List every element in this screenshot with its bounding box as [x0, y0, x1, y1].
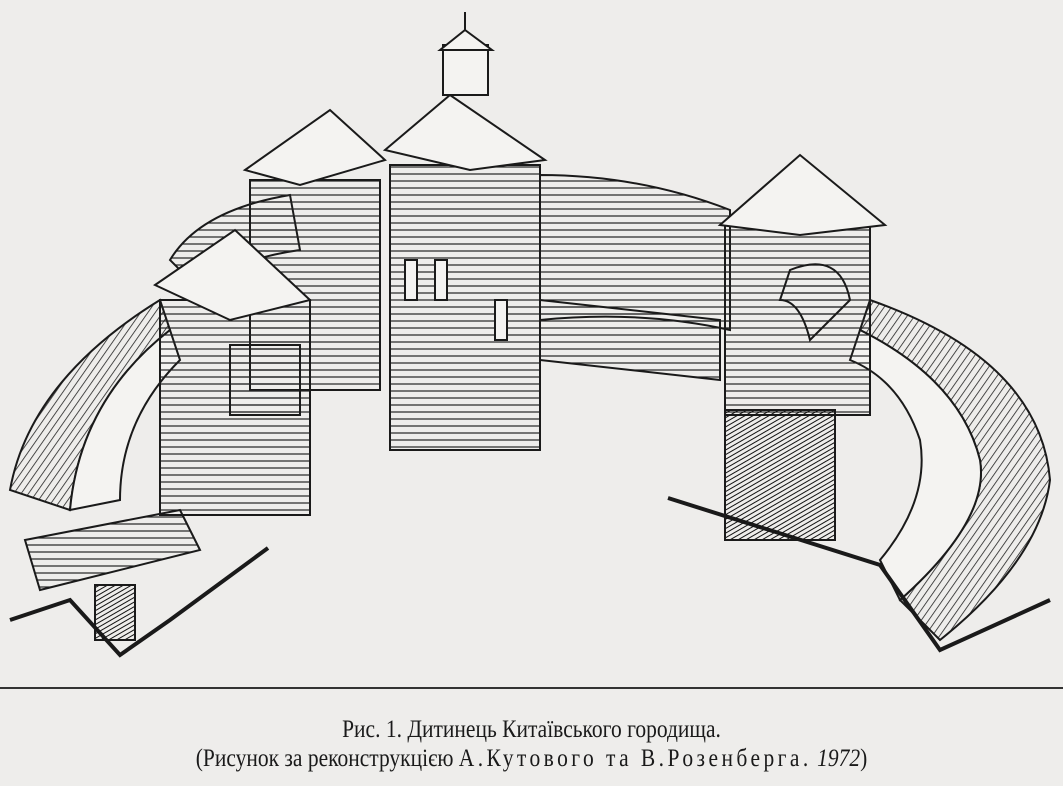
caption-year: 1972: [817, 745, 861, 772]
fortress-reconstruction-illustration: [8, 12, 1052, 658]
caption-prefix: (Рисунок за реконструкцією: [195, 745, 454, 772]
figure-divider-rule: [0, 687, 1063, 689]
tower-right: [724, 224, 871, 416]
caption-suffix: ): [860, 745, 868, 772]
tower-central: [389, 164, 541, 451]
caption-authors: А.Кутового та В.Розенберга.: [458, 745, 812, 772]
ditch-left: [9, 546, 270, 658]
gate-section: [724, 409, 836, 541]
figure-caption-credit: (Рисунок за реконструкцією А.Кутового та…: [74, 745, 988, 773]
bridge: [23, 508, 202, 592]
figure-caption-title: Рис. 1. Дитинець Китаївського городища.: [342, 716, 721, 743]
